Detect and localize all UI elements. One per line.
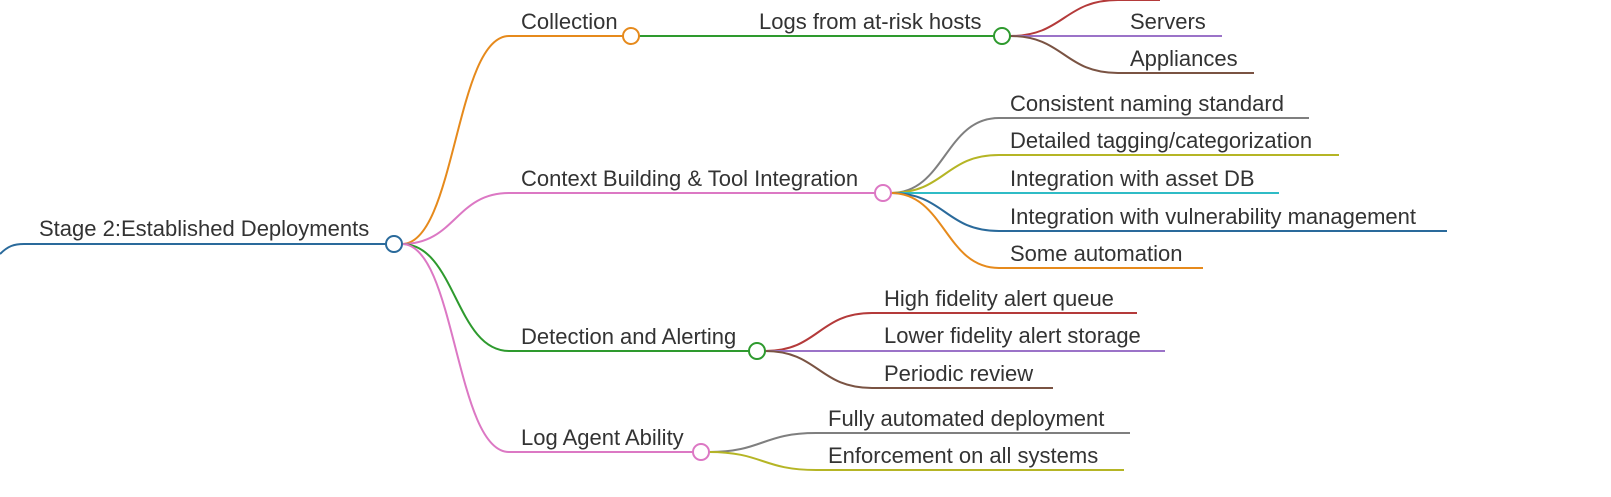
leaf-label-high-fidelity-alert-queue: High fidelity alert queue bbox=[884, 286, 1114, 311]
edge-detailed-tagging-categorization bbox=[890, 154, 1339, 194]
edge-high-fidelity-alert-queue bbox=[764, 312, 1137, 352]
edge-hidden-0 bbox=[1009, 0, 1160, 37]
edge-periodic-review bbox=[764, 350, 1053, 389]
edge-log-agent-ability bbox=[401, 243, 693, 453]
node-label-detection-and-alerting: Detection and Alerting bbox=[521, 324, 736, 349]
node-label-context-building-tool-integration: Context Building & Tool Integration bbox=[521, 166, 858, 191]
edge-fully-automated-deployment bbox=[708, 432, 1130, 453]
edge-detection-and-alerting bbox=[401, 243, 749, 352]
node-toggle-log-agent-ability[interactable] bbox=[692, 443, 710, 461]
leaf-label-consistent-naming-standard: Consistent naming standard bbox=[1010, 91, 1284, 116]
leaf-label-integration-with-asset-db: Integration with asset DB bbox=[1010, 166, 1255, 191]
node-toggle-logs-from-at-risk-hosts[interactable] bbox=[993, 27, 1011, 45]
edge-some-automation bbox=[890, 192, 1203, 269]
leaf-label-detailed-tagging-categorization: Detailed tagging/categorization bbox=[1010, 128, 1312, 153]
node-toggle-context-building-tool-integration[interactable] bbox=[874, 184, 892, 202]
edge-consistent-naming-standard bbox=[890, 117, 1309, 194]
edge-context-building-tool-integration bbox=[401, 192, 875, 245]
node-label-log-agent-ability: Log Agent Ability bbox=[521, 425, 684, 450]
leaf-label-lower-fidelity-alert-storage: Lower fidelity alert storage bbox=[884, 323, 1141, 348]
root-node-label: Stage 2:Established Deployments bbox=[39, 216, 369, 241]
leaf-label-fully-automated-deployment: Fully automated deployment bbox=[828, 406, 1104, 431]
leaf-label-servers: Servers bbox=[1130, 9, 1206, 34]
edge-appliances bbox=[1009, 35, 1254, 74]
leaf-label-appliances: Appliances bbox=[1130, 46, 1238, 71]
node-label-logs-from-at-risk-hosts: Logs from at-risk hosts bbox=[759, 9, 982, 34]
edge-integration-with-vulnerability-management bbox=[890, 192, 1447, 232]
node-toggle-detection-and-alerting[interactable] bbox=[748, 342, 766, 360]
root-underline bbox=[0, 243, 386, 255]
mindmap-edges bbox=[0, 0, 1447, 471]
leaf-label-integration-with-vulnerability-management: Integration with vulnerability managemen… bbox=[1010, 204, 1416, 229]
edge-collection bbox=[401, 35, 623, 245]
leaf-label-enforcement-on-all-systems: Enforcement on all systems bbox=[828, 443, 1098, 468]
mindmap-nodes: Stage 2:Established Deployments Collectio… bbox=[39, 9, 1416, 468]
leaf-label-some-automation: Some automation bbox=[1010, 241, 1182, 266]
root-node-toggle[interactable] bbox=[385, 235, 403, 253]
edge-enforcement-on-all-systems bbox=[708, 451, 1124, 471]
node-toggle-collection[interactable] bbox=[622, 27, 640, 45]
node-label-collection: Collection bbox=[521, 9, 618, 34]
leaf-label-periodic-review: Periodic review bbox=[884, 361, 1033, 386]
